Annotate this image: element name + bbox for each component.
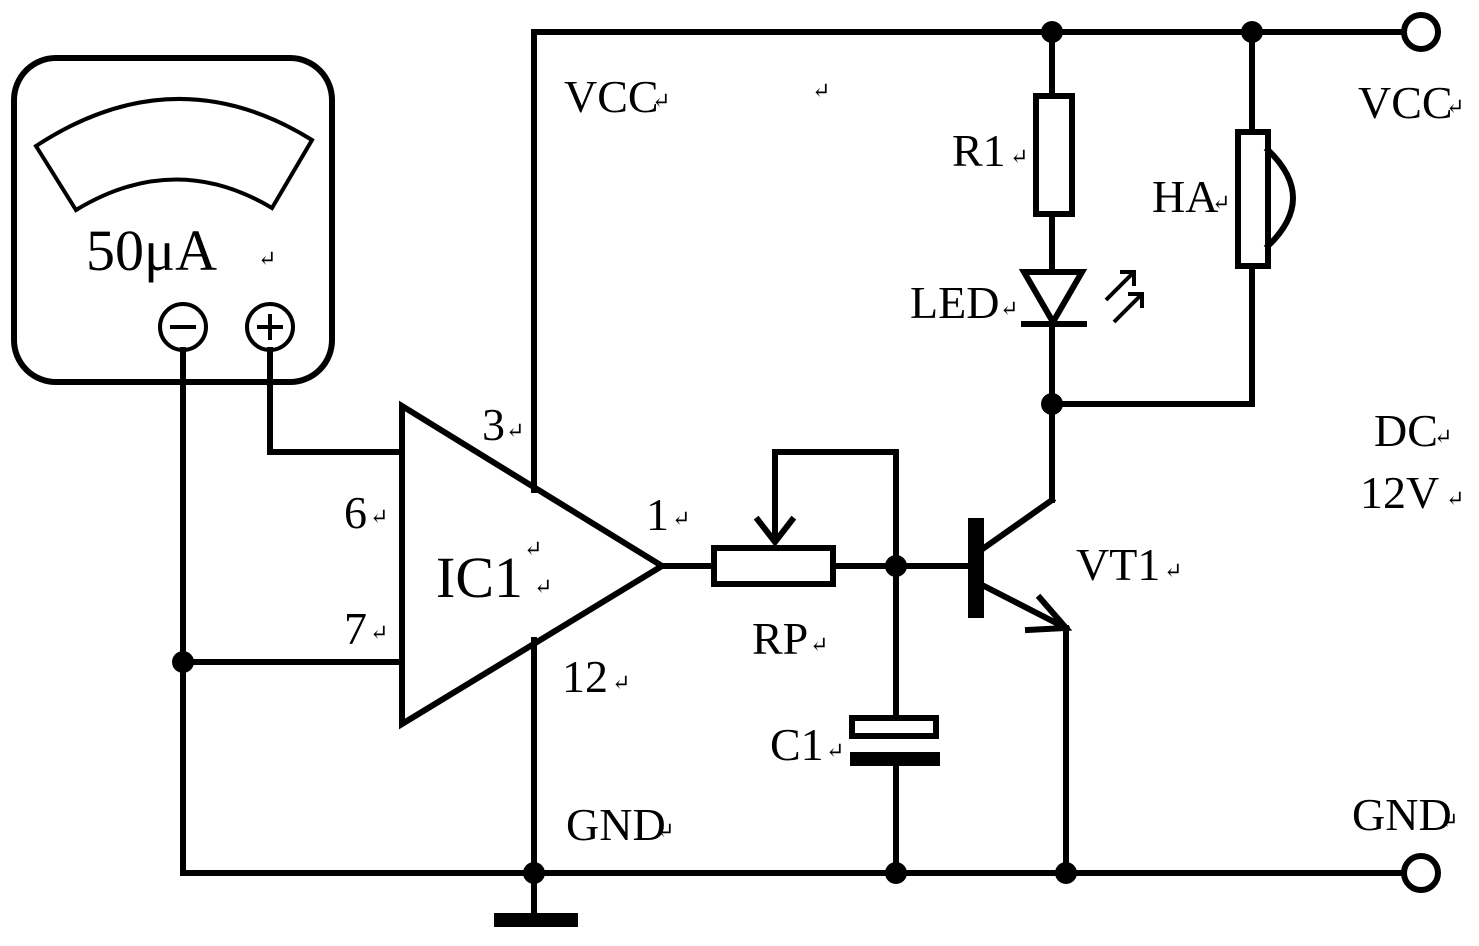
pin1-label: 1 [646, 489, 669, 540]
c1-negative-plate [850, 752, 940, 766]
paragraph-mark: ↵ [812, 78, 830, 103]
paragraph-mark: ↵ [656, 818, 674, 843]
gnd-right-label: GND [1352, 789, 1452, 840]
microammeter: 50μA ↵ [14, 58, 332, 382]
wires [183, 32, 1404, 918]
paragraph-mark: ↵ [1434, 424, 1452, 449]
junction-dot [885, 862, 907, 884]
vcc-right-label: VCC [1358, 77, 1453, 128]
meter-scale-arc [36, 99, 312, 210]
r1-label: R1 [952, 125, 1006, 176]
paragraph-mark: ↵ [534, 574, 552, 599]
paragraph-mark: ↵ [826, 738, 844, 763]
earth-symbol [494, 913, 578, 927]
paragraph-mark: ↵ [258, 246, 276, 271]
paragraph-mark: ↵ [1446, 486, 1464, 511]
ha-label: HA [1152, 171, 1218, 222]
c1-label: C1 [770, 719, 824, 770]
junction-dot [172, 651, 194, 673]
junction-dot [1041, 393, 1063, 415]
rp-label: RP [752, 613, 808, 664]
paragraph-mark: ↵ [370, 504, 388, 529]
paragraph-mark: ↵ [672, 506, 690, 531]
vcc-left-label: VCC [564, 71, 659, 122]
light-arrows-icon [1106, 272, 1142, 322]
supply-voltage-label: 12V [1360, 467, 1439, 518]
paragraph-mark: ↵ [1000, 296, 1018, 321]
led-label: LED [910, 277, 999, 328]
paragraph-mark: ↵ [1440, 808, 1458, 833]
rp-body [714, 548, 833, 584]
junction-dot [1041, 21, 1063, 43]
paragraph-mark: ↵ [810, 632, 828, 657]
paragraph-mark: ↵ [652, 88, 670, 113]
ha-bottom-wire [1052, 266, 1252, 404]
transistor-vt1 [968, 500, 1066, 630]
meter-positive-wire [270, 350, 402, 452]
junction-dot [1241, 21, 1263, 43]
gnd-left-label: GND [566, 799, 666, 850]
c1-positive-plate [852, 718, 936, 736]
vt1-label: VT1 [1076, 539, 1160, 590]
paragraph-mark: ↵ [1212, 190, 1230, 215]
vt1-emitter [984, 586, 1066, 628]
pin6-label: 6 [344, 487, 367, 538]
junction-dot [523, 862, 545, 884]
junction-dot [885, 555, 907, 577]
supply-dc-label: DC [1374, 405, 1438, 456]
pin3-label: 3 [482, 399, 505, 450]
paragraph-mark: ↵ [1010, 144, 1028, 169]
ic1-label: IC1 [436, 545, 523, 610]
pin12-label: 12 [562, 651, 608, 702]
gnd-terminal [1404, 856, 1438, 890]
paragraph-mark: ↵ [1446, 94, 1464, 119]
paragraph-mark: ↵ [506, 418, 524, 443]
buzzer-symbol [1238, 132, 1293, 266]
paragraph-mark: ↵ [612, 670, 630, 695]
vcc-terminal [1404, 15, 1438, 49]
led-symbol [1024, 272, 1142, 324]
vt1-collector [984, 500, 1052, 548]
paragraph-mark: ↵ [370, 620, 388, 645]
paragraph-mark: ↵ [1164, 558, 1182, 583]
plus-icon [247, 304, 293, 350]
vt1-base-bar [968, 518, 984, 618]
paragraph-mark: ↵ [524, 536, 542, 561]
meter-scale-label: 50μA [86, 218, 217, 283]
r1-body [1036, 96, 1072, 214]
minus-icon [160, 304, 206, 350]
pin7-label: 7 [344, 603, 367, 654]
junction-dot [1055, 862, 1077, 884]
